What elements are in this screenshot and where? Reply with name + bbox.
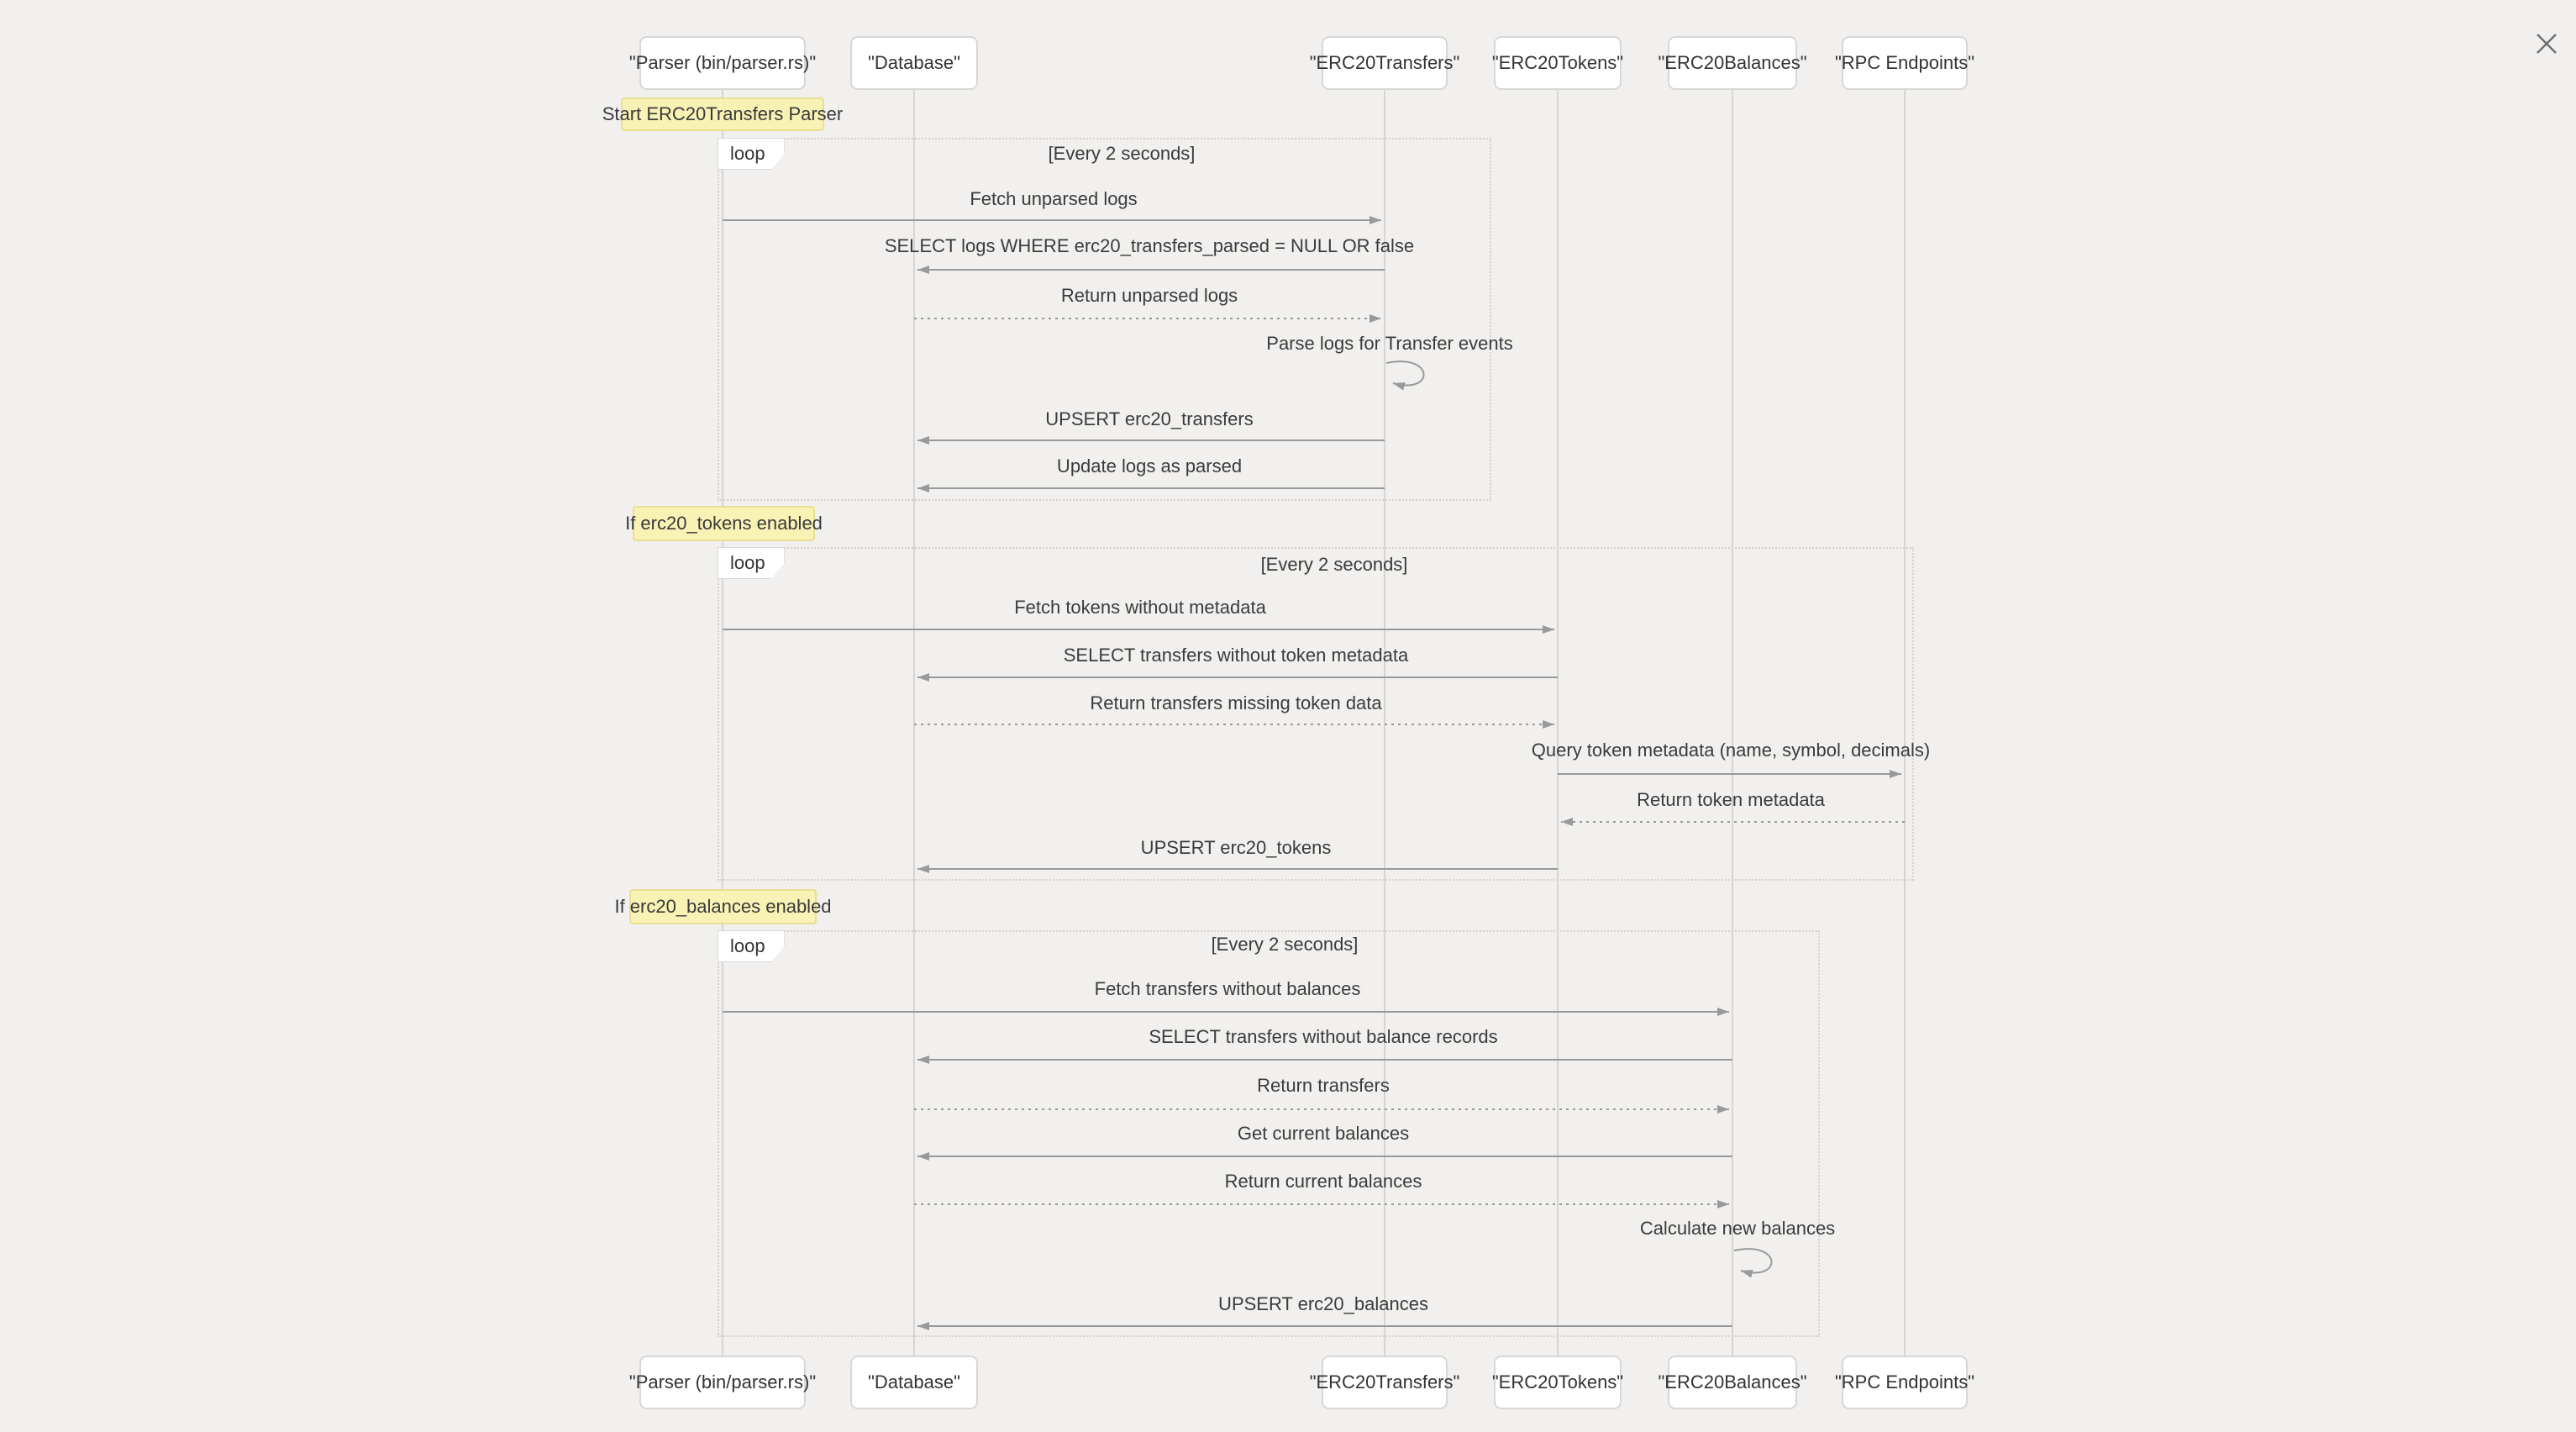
solid-arrows [723,216,1901,1330]
note-start-parser: Start ERC20Transfers Parser [602,97,843,131]
message-label: UPSERT erc20_transfers [1045,408,1254,429]
message-label: Get current balances [1237,1123,1410,1144]
self-arrow-calculate-balances [1733,1248,1773,1278]
participant-top-transfers: "ERC20Transfers" [1310,36,1459,90]
message-label: UPSERT erc20_balances [1218,1293,1428,1314]
loop-condition-transfers: [Every 2 seconds] [1048,143,1196,164]
loop-frame-tokens [718,547,1914,881]
participant-top-parser: "Parser (bin/parser.rs)" [629,36,816,90]
loop-label-tokens: loop [718,547,785,579]
participant-top-database: "Database" [850,36,978,90]
message-label: SELECT transfers without balance records [1149,1026,1498,1047]
participant-bottom-balances: "ERC20Balances" [1658,1356,1807,1409]
close-icon [2537,34,2557,54]
message-label: Calculate new balances [1639,1218,1836,1239]
loop-label-transfers: loop [718,138,785,170]
loop-frame-balances [718,930,1820,1337]
message-label: Return transfers missing token data [1090,692,1382,713]
loop-condition-tokens: [Every 2 seconds] [1260,554,1408,575]
message-label: Update logs as parsed [1056,455,1243,476]
message-label: Fetch transfers without balances [1094,978,1361,999]
participant-bottom-database: "Database" [850,1356,978,1409]
message-label: Return unparsed logs [1060,285,1238,306]
message-label: Return current balances [1224,1171,1422,1192]
lifelines [722,88,1906,1356]
message-label: Fetch unparsed logs [970,188,1138,209]
message-label: SELECT logs WHERE erc20_transfers_parsed… [884,235,1415,256]
message-label: Query token metadata (name, symbol, deci… [1531,740,1931,761]
message-label: Return token metadata [1637,789,1825,810]
message-label: SELECT transfers without token metadata [1063,645,1409,666]
close-button[interactable] [2523,20,2570,67]
message-label: Fetch tokens without metadata [1014,597,1266,618]
self-arrow-parse-logs [1385,361,1425,391]
participant-top-rpc: "RPC Endpoints" [1835,36,1974,90]
message-label: Parse logs for Transfer events [1266,333,1513,354]
note-if-balances-enabled: If erc20_balances enabled [614,889,832,924]
loop-label-balances: loop [718,930,785,962]
message-label: Return transfers [1257,1075,1390,1096]
participant-bottom-parser: "Parser (bin/parser.rs)" [629,1356,816,1409]
loop-frame-transfers [718,138,1491,501]
participant-bottom-tokens: "ERC20Tokens" [1492,1356,1623,1409]
participant-top-balances: "ERC20Balances" [1658,36,1807,90]
loop-condition-balances: [Every 2 seconds] [1211,934,1359,955]
participant-bottom-transfers: "ERC20Transfers" [1310,1356,1459,1409]
participant-top-tokens: "ERC20Tokens" [1492,36,1623,90]
self-arrows [1385,361,1773,1278]
participant-bottom-rpc: "RPC Endpoints" [1835,1356,1974,1409]
dashed-arrows [914,314,1905,1208]
note-if-tokens-enabled: If erc20_tokens enabled [625,506,823,541]
message-label: UPSERT erc20_tokens [1140,837,1332,858]
